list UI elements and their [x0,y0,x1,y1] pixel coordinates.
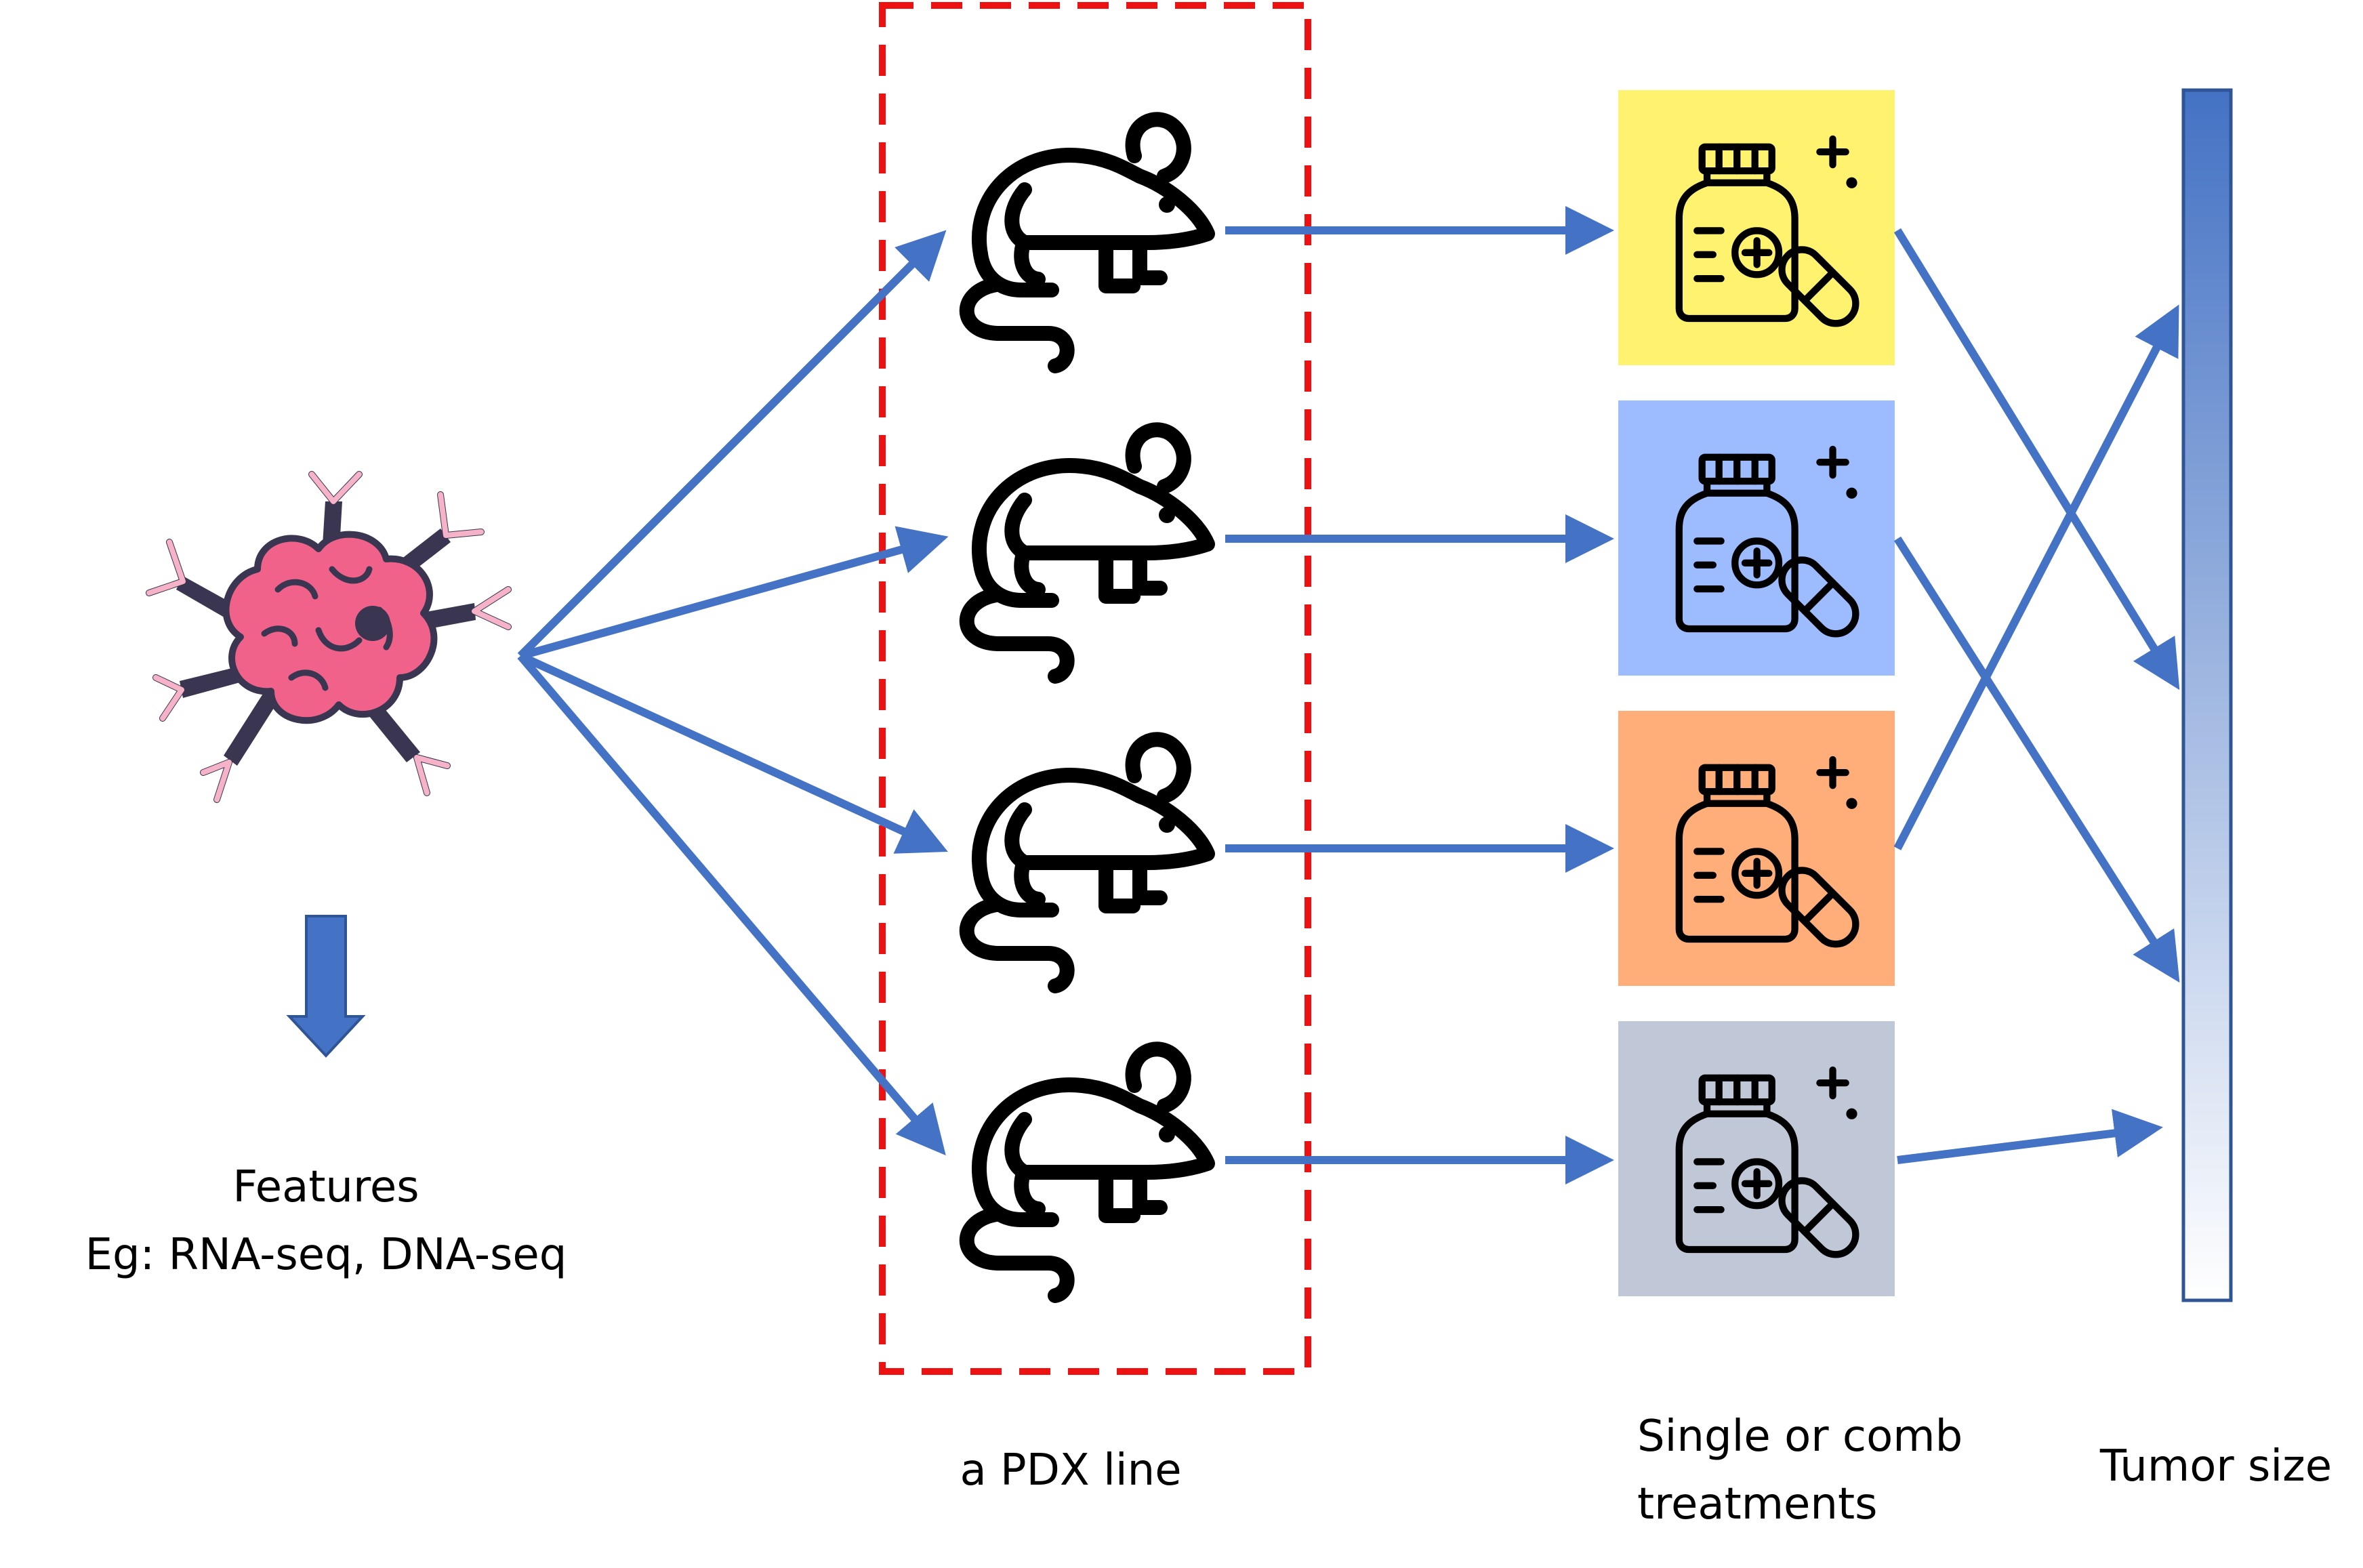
tumor-size-label: Tumor size [2099,1441,2333,1491]
arrow-tumor-mouse-2 [519,526,949,660]
tumor-to-mice-arrows [517,230,949,1156]
pdx-line-dashed-box [879,2,1311,1375]
mice-to-treatment-arrows [1225,206,1614,1184]
down-arrow-icon [286,915,366,1058]
tumor-size-gradient-bar [2181,88,2233,1302]
tumor-cell-icon [146,471,512,803]
mouse-icon [967,430,1208,676]
mouse-icon [967,119,1208,366]
arrow-tumor-mouse-1 [517,230,947,659]
features-title: Features [232,1162,419,1212]
pdx-line-label: a PDX line [960,1445,1182,1495]
treatment-to-tumor-size-arrows [1893,228,2180,1164]
mouse-icon [967,1049,1208,1296]
treatments-label-line-2: treatments [1637,1479,1878,1529]
features-detail: Eg: RNA-seq, DNA-seq [85,1230,567,1280]
treatments-label-line-1: Single or comb [1637,1411,1963,1462]
arrow-tumor-mouse-3 [518,652,948,854]
mouse-icon [967,739,1208,986]
arrow-tumor-mouse-4 [517,653,946,1156]
